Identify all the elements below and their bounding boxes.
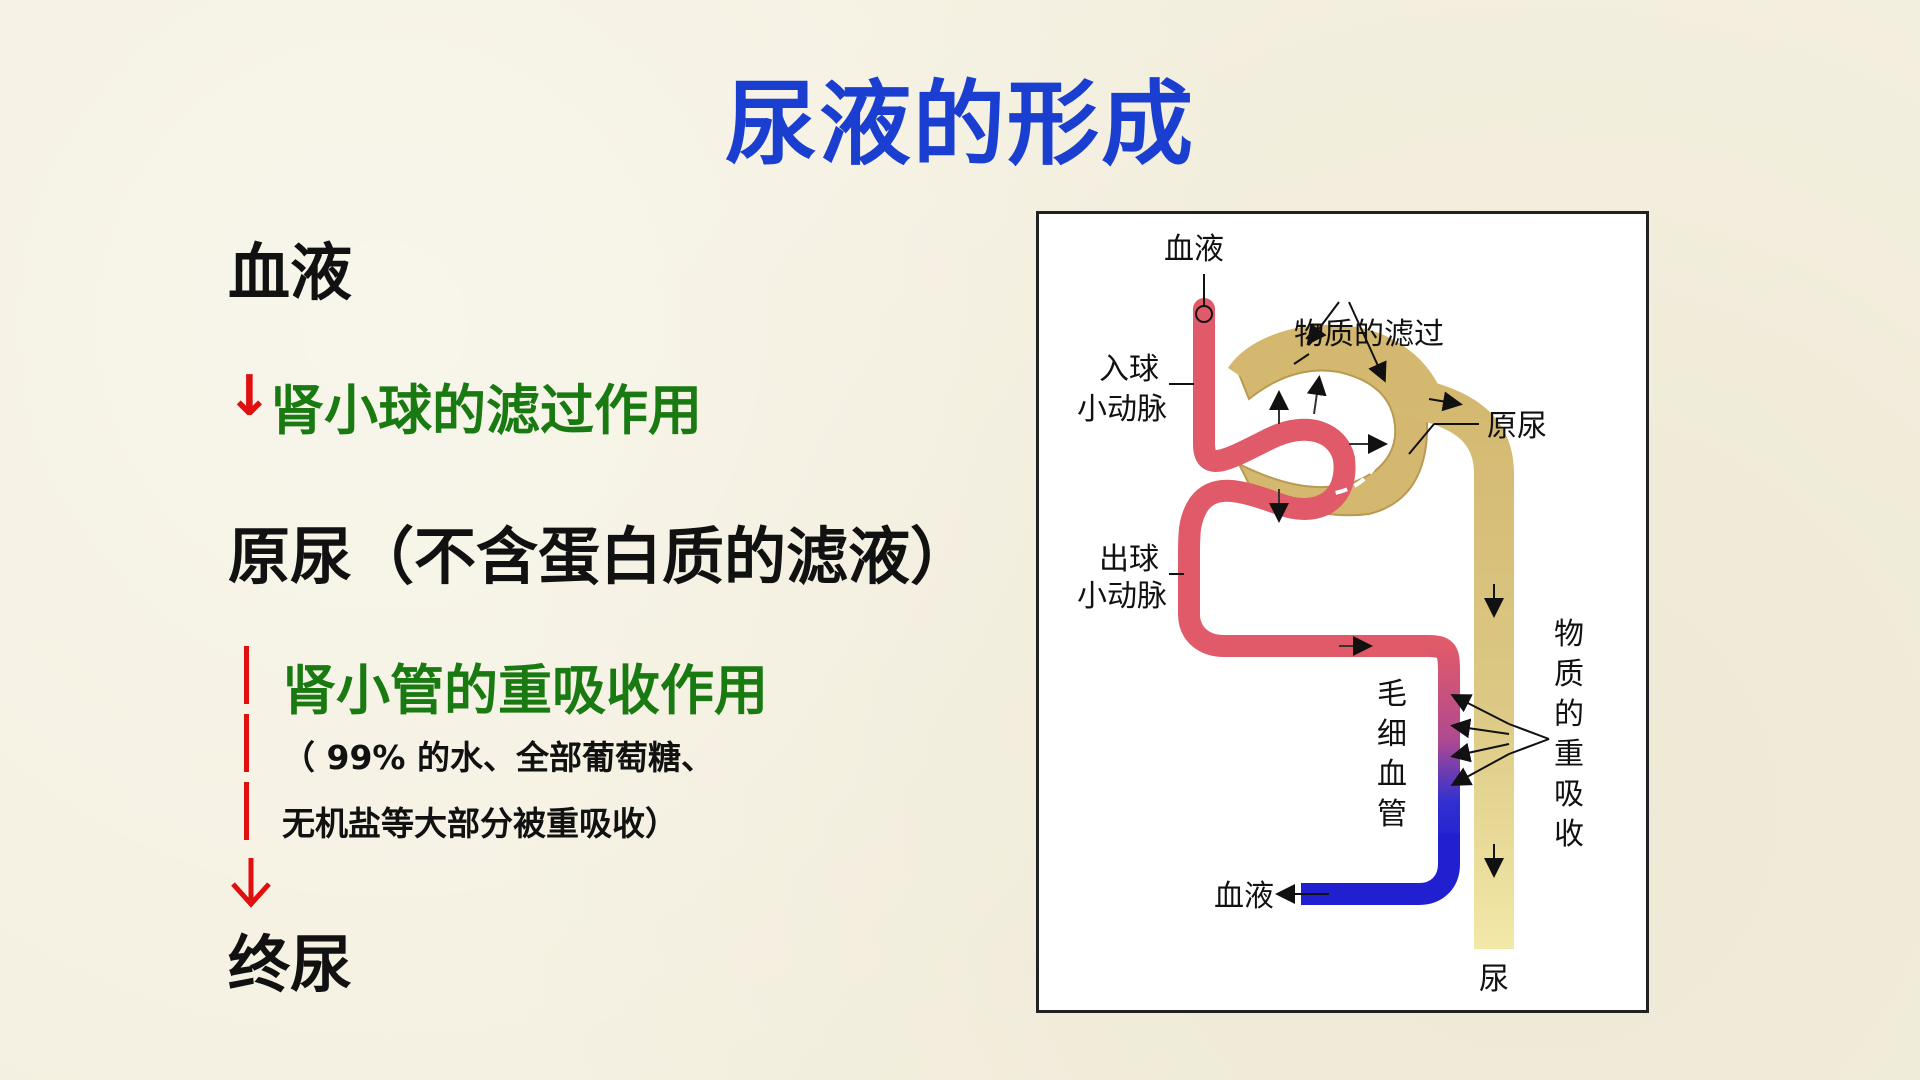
reabsorb-arrow-4: [1450, 753, 1510, 786]
label-primary-urine: 原尿: [1487, 409, 1547, 444]
step-primary-urine: 原尿（不含蛋白质的滤液）: [228, 520, 973, 593]
label-reabsorption-0: 物: [1554, 617, 1584, 652]
label-capillary-1: 细: [1377, 717, 1407, 752]
nephron-diagram: 血液 物质的滤过 入球 小动脉 原尿 出球 小动脉 毛 细 血 管 物 质 的 …: [1036, 211, 1649, 1013]
bowman-capsule-outer: [1227, 324, 1445, 408]
step-filtration: 肾小球的滤过作用: [270, 379, 702, 442]
slide-title: 尿液的形成: [724, 71, 1195, 178]
flow-bar-segment-1: [244, 646, 249, 704]
label-reabsorption-5: 收: [1554, 817, 1584, 852]
renal-tubule: [1394, 374, 1514, 949]
primary-urine-pointer-d: [1408, 423, 1435, 455]
tubule-flow-arrow-1: [1428, 391, 1463, 412]
glomerulus: [1178, 448, 1356, 565]
label-filtration: 物质的滤过: [1294, 317, 1444, 352]
label-capillary-2: 血: [1377, 757, 1407, 792]
label-afferent-1: 入球: [1099, 352, 1159, 387]
filtration-boundary: [1252, 390, 1384, 496]
reabsorb-arrow-3: [1450, 742, 1510, 763]
label-urine: 尿: [1479, 962, 1509, 997]
label-reabsorption-4: 吸: [1554, 777, 1584, 812]
down-arrow-icon: ↓: [226, 364, 273, 429]
label-reabsorption-2: 的: [1554, 697, 1584, 732]
label-efferent-1: 出球: [1099, 542, 1159, 577]
flow-bar-segment-2: [244, 714, 249, 772]
reabsorption-note-line-2: 无机盐等大部分被重吸收）: [282, 804, 678, 843]
label-reabsorption-1: 质: [1554, 657, 1584, 692]
label-capillary-3: 管: [1377, 797, 1407, 832]
flow-bar-segment-3: [244, 782, 249, 840]
step-blood: 血液: [228, 236, 353, 309]
label-efferent-2: 小动脉: [1077, 579, 1167, 614]
label-reabsorption-3: 重: [1554, 737, 1584, 772]
efferent-arteriole: [1178, 554, 1429, 657]
reabsorb-arrow-1: [1450, 694, 1510, 725]
label-afferent-2: 小动脉: [1077, 392, 1167, 427]
down-arrow-large-icon: [231, 858, 271, 908]
capillary-out: [1301, 834, 1460, 905]
label-capillary-0: 毛: [1377, 677, 1407, 712]
step-reabsorption: 肾小管的重吸收作用: [282, 659, 768, 722]
reabsorption-note-line-1: （ 99% 的水、全部葡萄糖、: [282, 738, 714, 777]
step-final-urine: 终尿: [228, 928, 353, 1001]
reabsorb-pointer-1: [1508, 723, 1550, 740]
filtration-pointer-1: [1293, 353, 1310, 365]
nephron-svg: 血液 物质的滤过 入球 小动脉 原尿 出球 小动脉 毛 细 血 管 物 质 的 …: [1077, 232, 1584, 997]
label-blood-in: 血液: [1164, 232, 1224, 267]
filter-arrow-2: [1306, 375, 1327, 415]
blood-in-marker: [1195, 305, 1213, 323]
filtration-pointer-3: [1348, 301, 1387, 383]
reabsorb-arrow-2: [1450, 718, 1510, 739]
label-blood-out: 血液: [1214, 879, 1274, 914]
filtration-pointer-2: [1306, 301, 1340, 346]
capillary: [1428, 635, 1460, 854]
reabsorb-pointer-2: [1508, 738, 1550, 755]
afferent-arteriole: [1193, 298, 1355, 472]
